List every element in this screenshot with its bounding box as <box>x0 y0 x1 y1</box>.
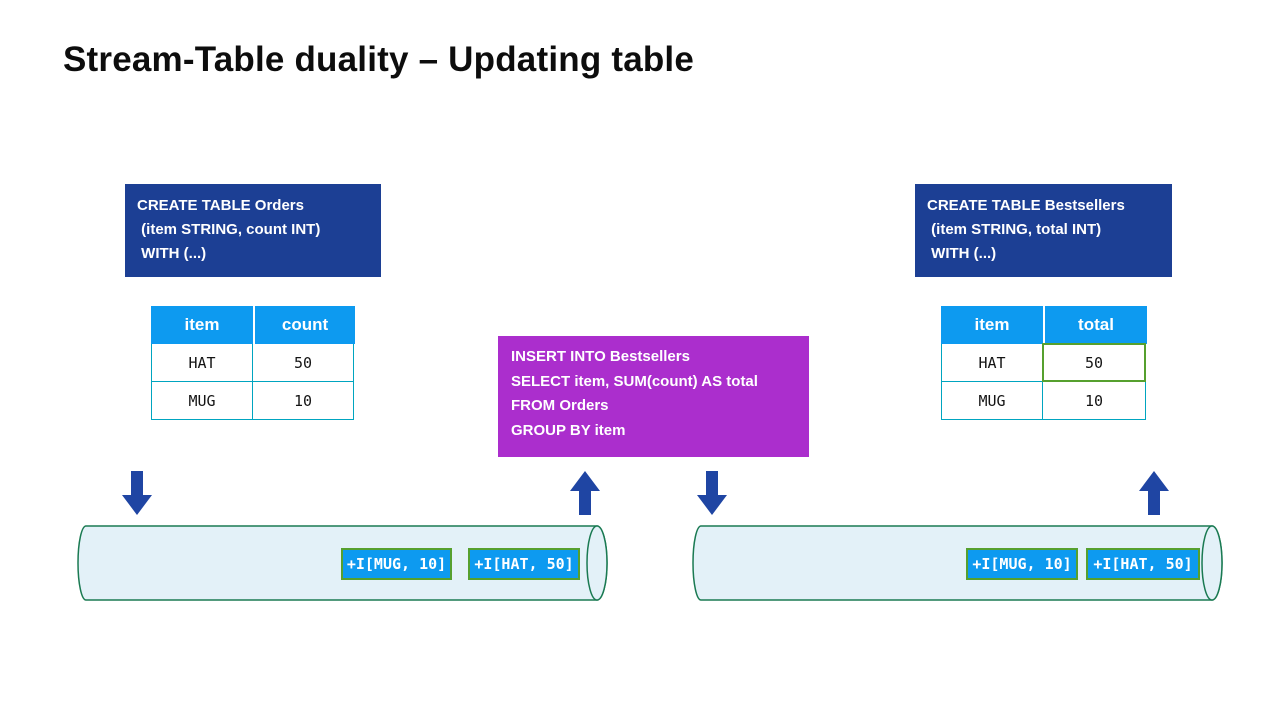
column-header: item <box>941 306 1043 344</box>
table-row: MUG 10 <box>941 381 1147 420</box>
ddl-line: CREATE TABLE Orders <box>137 197 304 214</box>
table-row: HAT 50 <box>151 343 355 382</box>
table-row: MUG 10 <box>151 381 355 420</box>
sql-line: GROUP BY item <box>511 421 626 439</box>
ddl-line: WITH (...) <box>137 245 207 262</box>
create-table-bestsellers-box: CREATE TABLE Bestsellers (item STRING, t… <box>915 184 1172 277</box>
ddl-line: (item STRING, total INT) <box>927 221 1102 238</box>
table-cell: 10 <box>252 381 354 420</box>
table-header-row: item count <box>151 306 355 344</box>
insert-query-box: INSERT INTO Bestsellers SELECT item, SUM… <box>498 336 809 457</box>
ddl-line: CREATE TABLE Bestsellers <box>927 197 1125 214</box>
ddl-line: WITH (...) <box>927 245 997 262</box>
column-header: item <box>151 306 253 344</box>
table-row: HAT 50 <box>941 343 1147 382</box>
create-table-orders-box: CREATE TABLE Orders (item STRING, count … <box>125 184 381 277</box>
up-arrow-icon <box>570 471 600 515</box>
sql-line: FROM Orders <box>511 397 609 415</box>
table-header-row: item total <box>941 306 1147 344</box>
orders-table: item count HAT 50 MUG 10 <box>151 306 355 420</box>
stream-event: +I[HAT, 50] <box>468 548 580 580</box>
up-arrow-icon <box>1139 471 1169 515</box>
table-cell: 10 <box>1042 381 1146 420</box>
page-title: Stream-Table duality – Updating table <box>63 40 695 79</box>
table-cell: 50 <box>252 343 354 382</box>
table-cell-highlighted: 50 <box>1042 343 1146 382</box>
bestsellers-table: item total HAT 50 MUG 10 <box>941 306 1147 420</box>
table-cell: HAT <box>151 343 253 382</box>
table-cell: MUG <box>941 381 1043 420</box>
column-header: total <box>1043 306 1147 344</box>
table-cell: HAT <box>941 343 1043 382</box>
right-stream-cylinder <box>685 521 1230 607</box>
sql-line: INSERT INTO Bestsellers <box>511 348 690 365</box>
stream-event: +I[MUG, 10] <box>341 548 452 580</box>
column-header: count <box>253 306 355 344</box>
down-arrow-icon <box>122 471 152 515</box>
stream-event: +I[HAT, 50] <box>1086 548 1200 580</box>
down-arrow-icon <box>697 471 727 515</box>
table-cell: MUG <box>151 381 253 420</box>
sql-line: SELECT item, SUM(count) AS total <box>511 372 758 390</box>
ddl-line: (item STRING, count INT) <box>137 221 321 238</box>
stream-event: +I[MUG, 10] <box>966 548 1078 580</box>
